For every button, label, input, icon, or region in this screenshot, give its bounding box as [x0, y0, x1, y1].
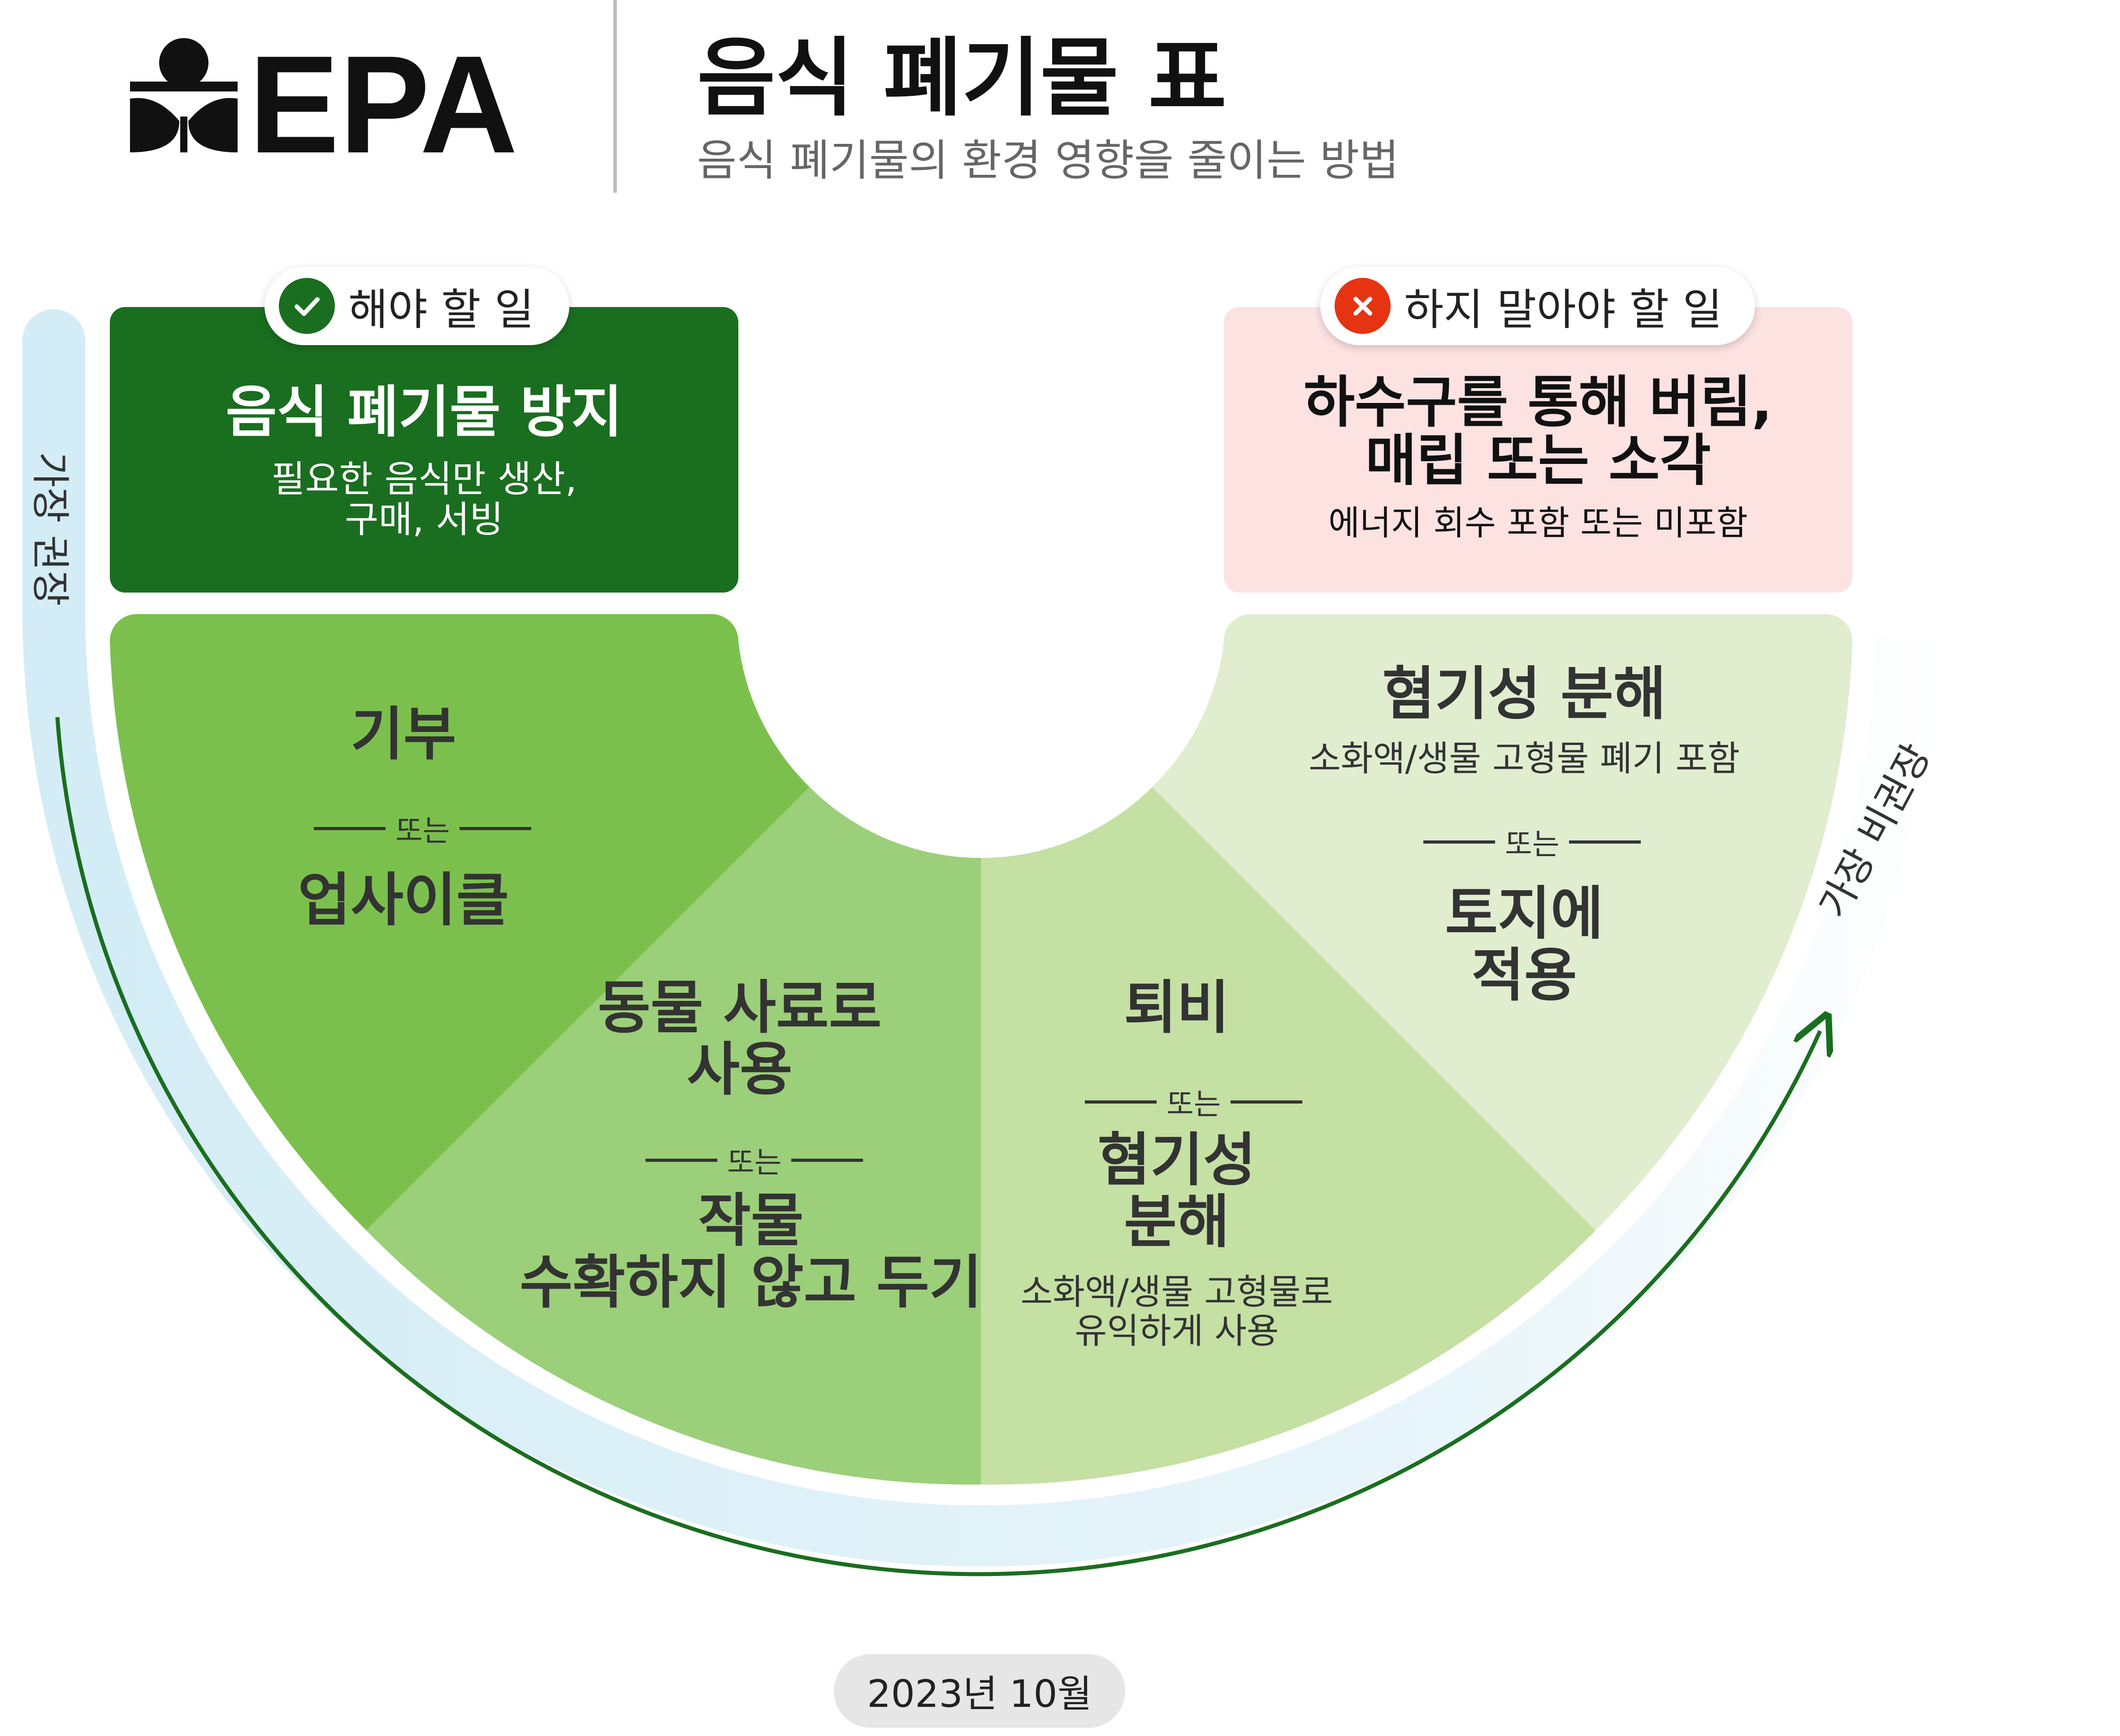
- epa-logo: EPA: [121, 26, 525, 182]
- segment-3-title-b: 혐기성 분해: [1097, 1127, 1256, 1256]
- segment-3-or: 또는: [1085, 1080, 1303, 1123]
- do-card: 음식 폐기물 방지 필요한 음식만 생산, 구매, 서빙: [110, 307, 738, 593]
- most-preferred-label: 가장 권장: [27, 452, 73, 606]
- segment-4-title-a: 혐기성 분해: [1382, 661, 1666, 727]
- segment-3-title-a: 퇴비: [1124, 974, 1230, 1041]
- do-card-title: 음식 폐기물 방지: [225, 380, 623, 445]
- page-subtitle: 음식 폐기물의 환경 영향을 줄이는 방법: [697, 135, 1399, 186]
- or-label: 또는: [395, 814, 450, 848]
- dont-card-subtitle: 에너지 회수 포함 또는 미포함: [1328, 503, 1748, 543]
- do-pill: 해야 할 일: [264, 267, 569, 345]
- epa-logo-graphic: EPA: [130, 26, 518, 182]
- segment-animal-feed: [366, 787, 981, 1485]
- segment-compost: [981, 787, 1595, 1485]
- do-pill-label: 해야 할 일: [348, 285, 534, 335]
- check-icon: [279, 278, 335, 334]
- x-icon: [1335, 278, 1391, 334]
- page-title: 음식 폐기물 표: [697, 29, 1227, 128]
- segment-3-note: 소화액/생물 고형물로 유익하게 사용: [1020, 1272, 1333, 1352]
- segment-4-title-b: 토지에 적용: [1445, 880, 1604, 1009]
- segment-4-or: 또는: [1423, 820, 1641, 863]
- segment-donate-upcycle: [110, 614, 810, 1230]
- segment-4-note: 소화액/생물 고형물 폐기 포함: [1309, 739, 1740, 779]
- header-divider: [613, 0, 617, 193]
- dont-pill: 하지 말아야 할 일: [1320, 267, 1755, 345]
- segment-1-title-a: 기부: [351, 701, 456, 768]
- dont-card: 하수구를 통해 버림, 매립 또는 소각 에너지 회수 포함 또는 미포함: [1224, 307, 1852, 593]
- dont-pill-label: 하지 말아야 할 일: [1404, 285, 1722, 335]
- or-label: 또는: [1166, 1087, 1221, 1121]
- dont-card-title: 하수구를 통해 버림, 매립 또는 소각: [1303, 370, 1773, 494]
- do-card-subtitle: 필요한 음식만 생산, 구매, 서빙: [271, 458, 577, 541]
- segment-2-or: 또는: [646, 1139, 863, 1182]
- date-badge: 2023년 10월: [834, 1654, 1125, 1728]
- segment-1-or: 또는: [314, 807, 532, 850]
- segment-1-title-b: 업사이클: [298, 867, 509, 934]
- segment-2-title-a: 동물 사료로 사용: [598, 974, 882, 1104]
- segment-anaerobic-land: [1152, 614, 1852, 1230]
- logo-text: EPA: [249, 31, 518, 166]
- or-label: 또는: [727, 1145, 782, 1180]
- segment-2-title-b: 작물 수확하지 않고 두기: [520, 1187, 982, 1316]
- direction-arrow: [55, 717, 1820, 1576]
- or-label: 또는: [1505, 827, 1560, 862]
